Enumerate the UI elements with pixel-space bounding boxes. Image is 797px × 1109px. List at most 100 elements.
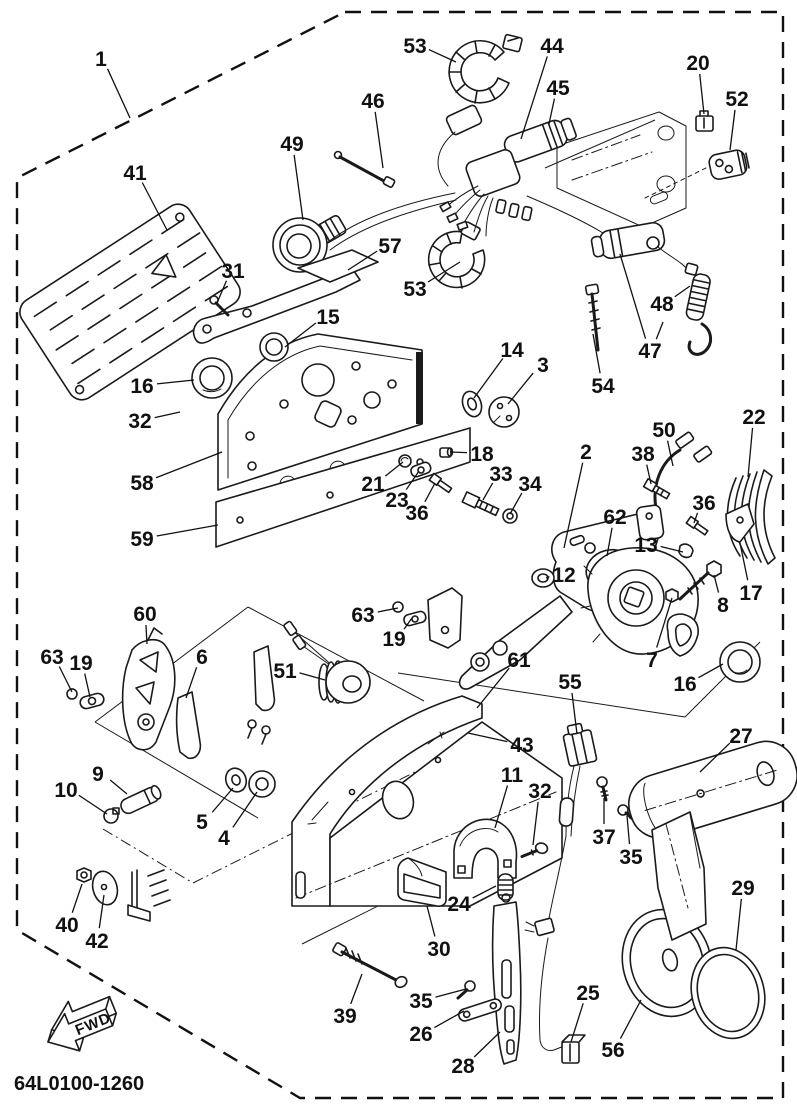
cam-housing-62	[580, 547, 761, 683]
part-callout-46: 46	[361, 90, 384, 113]
part-callout-52: 52	[725, 88, 748, 111]
nut-7	[665, 588, 679, 603]
part-callout-43: 43	[510, 734, 533, 757]
part-callout-32: 32	[128, 410, 151, 433]
lanyard-assembly	[590, 221, 712, 356]
clamp-30	[397, 857, 447, 907]
diagram-artwork: FWD 64L0100-1260	[14, 33, 797, 1095]
leader-line-25	[570, 1003, 584, 1043]
grille-slot	[33, 301, 58, 318]
part-callout-59: 59	[130, 528, 153, 551]
leader-line-46	[374, 111, 384, 169]
leader-line-21	[384, 461, 404, 477]
leader-line-44	[520, 56, 548, 140]
part-callout-5: 5	[196, 811, 208, 834]
leader-line-59	[156, 524, 219, 537]
leader-line-47	[619, 253, 647, 339]
part-callout-53: 53	[403, 278, 426, 301]
part-callout-36: 36	[692, 492, 715, 515]
leader-line-42	[98, 894, 105, 929]
leader-line-63	[377, 607, 399, 613]
part-callout-27: 27	[729, 725, 752, 748]
leader-line-2	[563, 462, 584, 549]
leader-line-5	[211, 787, 234, 813]
control-handle	[621, 740, 797, 1040]
grille-slot	[119, 293, 143, 310]
part-callout-8: 8	[717, 594, 729, 617]
part-callout-37: 37	[592, 826, 615, 849]
part-callout-3: 3	[537, 354, 549, 377]
leader-line-36	[693, 512, 699, 524]
part-callout-45: 45	[546, 77, 570, 100]
grip-knob-29	[690, 946, 766, 1040]
part-callout-29: 29	[731, 877, 754, 900]
grille-slot	[87, 314, 111, 331]
leader-line-32	[532, 801, 539, 846]
cable-clamp-11	[453, 818, 549, 879]
corrugated-tube-top	[448, 33, 523, 104]
part-callout-49: 49	[280, 133, 303, 156]
part-callout-17: 17	[739, 582, 762, 605]
leader-line-35	[626, 815, 631, 845]
grille-plate	[19, 203, 241, 401]
part-callout-63: 63	[40, 646, 63, 669]
corrugated-tube-bottom	[427, 221, 486, 289]
screw-46	[333, 150, 396, 188]
leader-line-13	[660, 545, 684, 553]
part-callout-13: 13	[634, 534, 657, 557]
bottom-hardware	[332, 942, 503, 1022]
leader-line-4	[232, 791, 258, 828]
part-callout-10: 10	[54, 779, 77, 802]
cable-guide-50	[635, 431, 713, 559]
part-callout-24: 24	[447, 893, 471, 916]
part-callout-19: 19	[382, 628, 405, 651]
leader-line-28	[473, 1031, 501, 1058]
assembly-boundary	[15, 10, 785, 1100]
part-callout-20: 20	[686, 52, 709, 75]
leader-line-38	[646, 464, 652, 485]
part-callout-38: 38	[631, 443, 655, 466]
leader-line-50	[666, 440, 674, 467]
leader-line-12	[545, 576, 550, 579]
leader-line-8	[713, 574, 720, 593]
leader-line-54	[592, 333, 601, 374]
friction-knob	[272, 192, 457, 273]
base-left-detail	[76, 867, 171, 922]
grille-slot	[177, 232, 201, 248]
leader-line-14	[473, 358, 504, 399]
leader-line-19	[84, 673, 91, 698]
leader-line-18	[449, 451, 468, 454]
part-callout-32: 32	[528, 780, 551, 803]
leader-line-15	[284, 322, 317, 348]
leader-line-39	[350, 973, 363, 1005]
part-callout-48: 48	[650, 293, 674, 316]
leader-line-48	[674, 285, 691, 298]
main-harness	[437, 104, 604, 237]
leader-line-29	[735, 898, 742, 951]
part-callout-25: 25	[576, 982, 600, 1005]
leader-line-40	[71, 883, 83, 913]
part-callout-58: 58	[130, 472, 154, 495]
part-callout-54: 54	[591, 375, 615, 398]
leader-line-3	[507, 372, 534, 405]
leader-line-45	[548, 98, 556, 125]
spring-24	[497, 873, 514, 901]
lever-plate-60	[66, 627, 276, 824]
part-callout-63: 63	[351, 604, 374, 627]
part-callout-61: 61	[507, 649, 531, 672]
part-callout-11: 11	[501, 764, 524, 787]
leader-line-11	[494, 785, 509, 829]
part-callout-30: 30	[427, 938, 450, 961]
grille-slot	[166, 286, 191, 303]
part-callout-44: 44	[540, 35, 564, 58]
leader-line-62	[606, 527, 613, 557]
leader-line-27	[699, 742, 731, 773]
part-callout-53: 53	[403, 35, 426, 58]
part-callout-36: 36	[405, 502, 428, 525]
part-callout-1: 1	[95, 48, 107, 71]
part-callout-22: 22	[742, 406, 765, 429]
part-callout-33: 33	[489, 463, 512, 486]
clip-20	[695, 110, 714, 132]
